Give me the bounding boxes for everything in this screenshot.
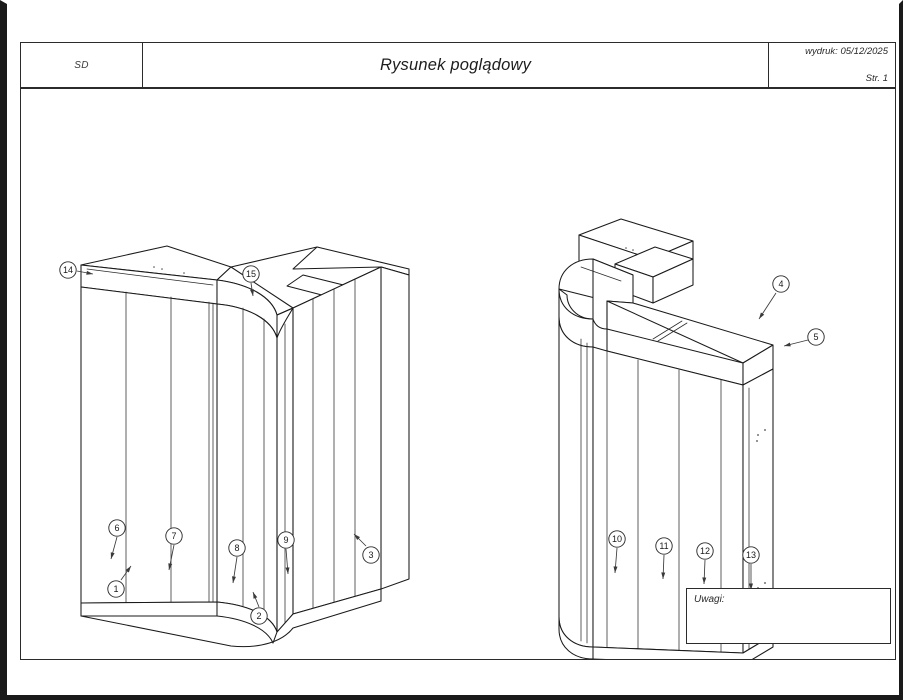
left-base-corner-tick2 (272, 631, 278, 644)
balloon-callout-10[interactable]: 10 (608, 530, 626, 574)
balloon-circle[interactable] (250, 607, 268, 625)
left-corner-body (216, 303, 278, 633)
left-top-dot-1 (153, 266, 155, 268)
right-hole-4 (764, 582, 766, 584)
right-corner-cap-seam (580, 266, 622, 282)
title-block-author-cell: SD (21, 43, 143, 87)
balloon-callout-4[interactable]: 4 (758, 275, 790, 320)
balloon-number: 4 (778, 279, 783, 289)
balloon-arrow-head-icon (354, 534, 361, 541)
balloon-number: 14 (63, 265, 73, 275)
balloon-callout-6[interactable]: 6 (108, 519, 126, 560)
right-top-dot-1 (625, 247, 627, 249)
page-number-label: Str. 1 (865, 73, 888, 84)
left-top-corner-edge (276, 307, 294, 316)
balloon-number: 12 (700, 546, 710, 556)
balloon-arrow-head-icon (86, 270, 93, 275)
right-shelf-band-right (652, 258, 694, 304)
balloon-number: 11 (659, 541, 668, 551)
balloon-callout-11[interactable]: 11 (655, 537, 673, 580)
balloon-callout-7[interactable]: 7 (165, 527, 183, 571)
balloon-callout-1[interactable]: 1 (107, 565, 132, 598)
right-hole-1 (764, 429, 766, 431)
balloon-number: 15 (246, 269, 256, 279)
right-counter-seam-a (652, 320, 683, 340)
balloon-arrow-head-icon (253, 592, 258, 599)
drawing-sheet-frame: SD Rysunek poglądowy wydruk: 05/12/2025 … (20, 42, 896, 660)
balloon-arrow-head-icon (168, 563, 173, 570)
balloon-arrow-head-icon (759, 312, 765, 319)
title-block-meta-cell: wydruk: 05/12/2025 Str. 1 (769, 43, 894, 87)
left-top-dot-3 (183, 272, 185, 274)
balloon-circle[interactable] (59, 261, 77, 279)
title-block-header: SD Rysunek poglądowy wydruk: 05/12/2025 … (21, 43, 895, 89)
balloon-arrow-head-icon (784, 342, 791, 347)
balloon-number: 1 (113, 584, 118, 594)
balloon-arrow-head-icon (702, 577, 707, 584)
balloon-arrow-head-icon (125, 566, 131, 573)
balloon-number: 10 (612, 534, 622, 544)
balloon-number: 6 (114, 523, 119, 533)
balloon-circle[interactable] (277, 531, 295, 549)
balloon-number: 3 (368, 550, 373, 560)
right-curved-end-body (558, 316, 594, 648)
balloon-arrow-head-icon (613, 566, 618, 573)
balloon-number: 9 (283, 535, 288, 545)
right-corner-cap-curve (558, 288, 594, 320)
left-isometric-view (80, 245, 410, 648)
balloon-callout-9[interactable]: 9 (277, 531, 295, 575)
balloon-arrow-head-icon (110, 552, 115, 559)
right-isometric-view (558, 218, 774, 659)
balloon-callout-5[interactable]: 5 (783, 328, 825, 347)
left-top-dot-2 (161, 268, 163, 270)
right-base-plinth (558, 616, 774, 659)
balloon-callout-2[interactable]: 2 (250, 591, 268, 625)
balloon-circle[interactable] (242, 265, 260, 283)
balloon-callout-3[interactable]: 3 (353, 533, 380, 564)
balloon-circle[interactable] (228, 539, 246, 557)
notes-label: Uwagi: (694, 594, 725, 605)
balloon-circle[interactable] (655, 537, 673, 555)
left-upper-slab-top (292, 246, 410, 276)
balloon-circle[interactable] (807, 328, 825, 346)
balloon-arrow-head-icon (250, 289, 254, 296)
balloon-number: 8 (234, 543, 239, 553)
balloon-arrow-head-icon (661, 572, 666, 579)
print-date-label: wydruk: 05/12/2025 (805, 46, 888, 57)
balloon-number: 7 (171, 531, 176, 541)
balloon-circle[interactable] (165, 527, 183, 545)
balloon-arrow-head-icon (232, 576, 236, 583)
right-hole-2 (757, 434, 759, 436)
balloon-number: 5 (813, 332, 818, 342)
balloon-number: 2 (256, 611, 261, 621)
right-counter-seam-b (657, 322, 688, 342)
balloon-number: 13 (746, 550, 756, 560)
author-code: SD (74, 59, 89, 71)
left-left-wing-front (80, 286, 218, 604)
balloon-callout-13[interactable]: 13 (742, 546, 760, 590)
right-hole-3 (756, 440, 758, 442)
balloon-callout-14[interactable]: 14 (59, 261, 94, 279)
balloon-callout-8[interactable]: 8 (228, 539, 246, 584)
title-block-title-cell: Rysunek poglądowy (143, 43, 769, 87)
balloon-circle[interactable] (772, 275, 790, 293)
balloon-circle[interactable] (696, 542, 714, 560)
balloon-circle[interactable] (608, 530, 626, 548)
balloon-circle[interactable] (362, 546, 380, 564)
balloon-arrow-head-icon (749, 583, 753, 590)
left-right-wing-side (380, 266, 410, 590)
notes-box[interactable]: Uwagi: (686, 588, 891, 644)
drawing-title: Rysunek poglądowy (379, 55, 532, 74)
left-top-inner-edge (86, 268, 214, 286)
right-top-dot-2 (632, 249, 634, 251)
balloon-callout-12[interactable]: 12 (696, 542, 714, 585)
balloon-circle[interactable] (742, 546, 760, 564)
balloon-circle[interactable] (108, 519, 126, 537)
balloon-callout-15[interactable]: 15 (242, 265, 260, 297)
balloon-circle[interactable] (107, 580, 125, 598)
balloon-arrow-head-icon (285, 567, 290, 574)
